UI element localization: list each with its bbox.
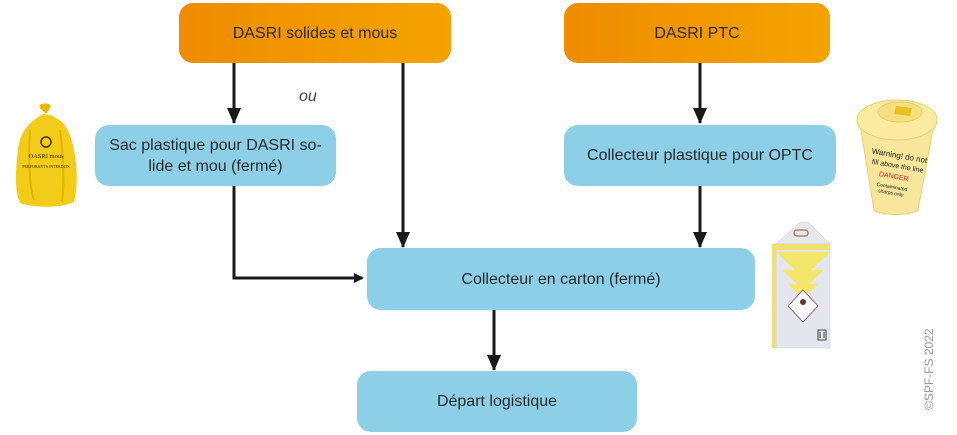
node-label: Sac plastique pour DASRI so- lide et mou… [109, 136, 322, 175]
node-label: Collecteur plastique pour OPTC [587, 147, 813, 164]
copyright-notice: ©SPF-FS 2022 [922, 328, 936, 410]
node-label: Départ logistique [436, 393, 558, 410]
sharps-container-illustration: Warning! do not fill above the line DANG… [856, 99, 938, 215]
arrow-sac-to-carton [232, 186, 364, 283]
container-note-line1: Contaminated [876, 182, 908, 193]
node-depart-logistique: Départ logistique [357, 371, 637, 432]
bag-warning: PERFORANTS INTERDITS [22, 164, 69, 169]
node-sac-plastique: Sac plastique pour DASRI so- lide et mou… [95, 125, 336, 186]
node-label: DASRI PTC [654, 24, 740, 42]
node-dasri-ptc: DASRI PTC [564, 3, 830, 63]
biohazard-icon [800, 299, 806, 305]
yellow-waste-bag-illustration: DASRI mous PERFORANTS INTERDITS [15, 103, 77, 207]
node-dasri-solides: DASRI solides et mous [179, 3, 451, 63]
node-collecteur-carton: Collecteur en carton (fermé) [367, 248, 755, 310]
cardboard-collector-illustration [772, 221, 831, 349]
node-label: DASRI solides et mous [232, 24, 398, 42]
connector-label-ou: ou [299, 88, 317, 105]
node-label: Collecteur en carton (fermé) [461, 270, 661, 288]
bag-label: DASRI mous [28, 153, 64, 160]
node-collecteur-optc: Collecteur plastique pour OPTC [564, 125, 836, 186]
container-note-line2: sharps only [878, 188, 905, 198]
biohazard-icon [40, 136, 52, 148]
